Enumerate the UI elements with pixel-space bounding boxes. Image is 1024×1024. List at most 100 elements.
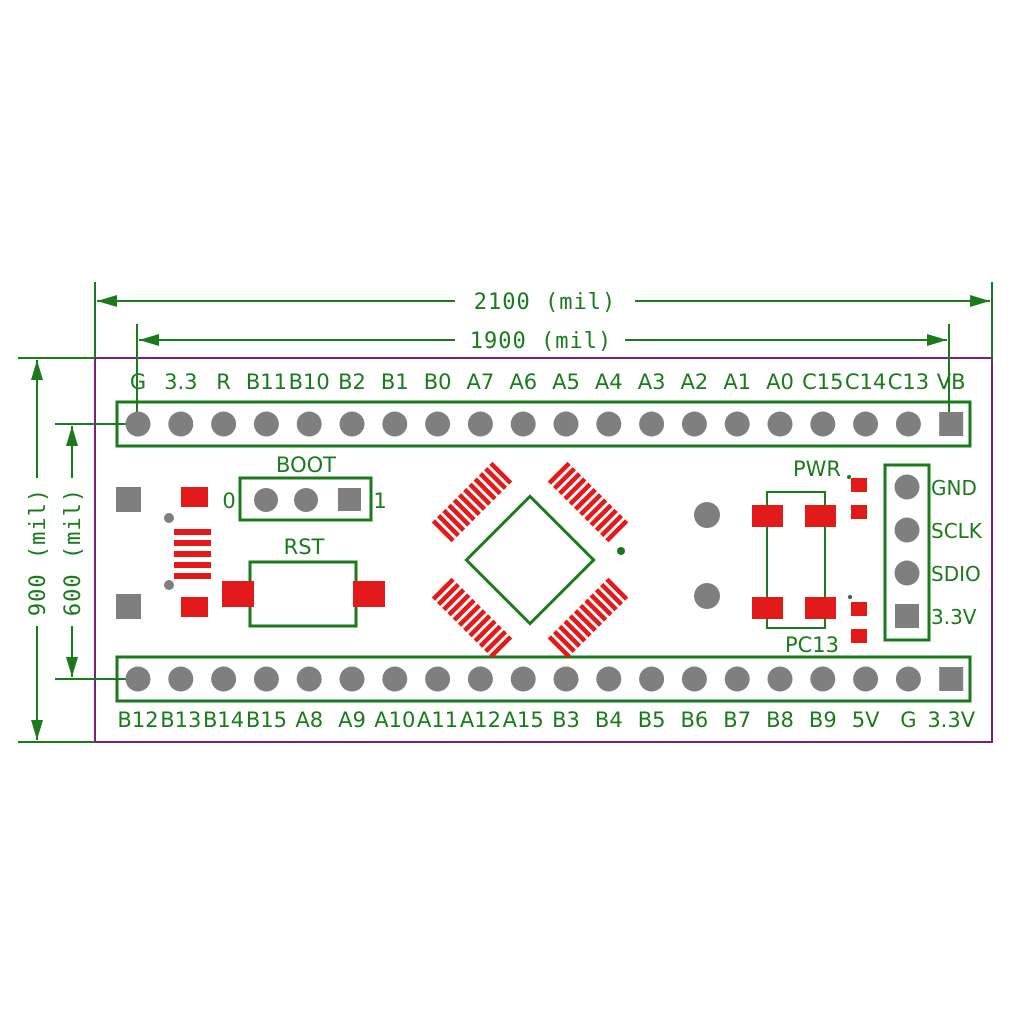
usb-signal-pad	[174, 573, 211, 579]
mcu-pad	[447, 593, 471, 617]
dimension-height-inner-label: 600 (mil)	[61, 488, 86, 616]
bottom-header-label: G	[900, 708, 916, 732]
mcu-pad	[552, 630, 576, 654]
crystal-hole-bottom	[694, 583, 720, 609]
top-header-pin	[168, 411, 194, 437]
mcu-pad	[484, 466, 508, 490]
mcu-pad	[573, 487, 597, 511]
top-header-pin-square	[939, 412, 964, 436]
mcu-pad	[563, 477, 587, 501]
dimension-width-inner: 1900 (mil)	[136, 324, 950, 424]
pwr-pad-2	[805, 505, 836, 527]
mcu-pad	[600, 582, 624, 606]
mcu-pad	[463, 609, 487, 633]
top-header-label: A1	[723, 370, 751, 394]
bottom-header-label: B13	[160, 708, 201, 732]
bottom-header-pin-square	[939, 667, 964, 691]
bottom-header-label: A12	[460, 708, 501, 732]
dimension-height-inner: 600 (mil)	[55, 423, 137, 680]
swd-pin-square	[895, 604, 919, 628]
bottom-header-label: B4	[595, 708, 623, 732]
mcu-pad	[436, 582, 460, 606]
mcu-pad	[452, 598, 476, 622]
bottom-header-pin	[853, 666, 879, 692]
reset-pad-right	[353, 581, 385, 607]
resistor-pad-1	[851, 478, 867, 492]
mcu-pad	[552, 466, 576, 490]
mcu-pad	[579, 493, 603, 517]
bottom-header-pin	[767, 666, 793, 692]
boot-pin-0	[254, 488, 278, 512]
mcu-pad	[589, 593, 613, 617]
swd-pin	[894, 474, 920, 500]
bottom-header-outline	[115, 655, 972, 703]
mcu-pad	[442, 588, 466, 612]
reset-label: RST	[284, 535, 325, 559]
dimension-width-outer-label: 2100 (mil)	[474, 290, 616, 315]
crystal-hole-top	[694, 502, 720, 528]
bottom-header-label: B7	[723, 708, 751, 732]
top-header-pin	[211, 411, 237, 437]
board-outline	[94, 357, 993, 743]
bottom-header-pin	[211, 666, 237, 692]
top-header-label: VB	[937, 370, 966, 394]
top-header-pin	[125, 411, 151, 437]
mcu-pad	[589, 503, 613, 527]
mcu-pad	[478, 472, 502, 496]
usb-pad-top	[181, 487, 208, 507]
bottom-header-label: A11	[417, 708, 458, 732]
pwr-label: PWR	[793, 457, 841, 481]
usb-signal-pad	[174, 562, 211, 568]
resistor-pad-4	[851, 629, 867, 643]
led-area: PWR PC13	[752, 457, 867, 657]
mcu-pad	[452, 498, 476, 522]
mcu-pad	[457, 493, 481, 517]
top-header-pin	[553, 411, 579, 437]
usb-signal-pad	[174, 551, 211, 557]
mcu-pad	[547, 635, 571, 659]
swd-pin-label: SDIO	[931, 562, 981, 586]
mcu-pad	[473, 477, 497, 501]
mcu-pad	[478, 624, 502, 648]
top-header-pin	[253, 411, 279, 437]
boot-left-label: 0	[222, 489, 235, 513]
bottom-header-pin	[724, 666, 750, 692]
top-header-pin	[810, 411, 836, 437]
bottom-header-pin	[425, 666, 451, 692]
top-header-pin	[853, 411, 879, 437]
bottom-header-label: A9	[338, 708, 366, 732]
top-header-label: R	[216, 370, 231, 394]
bottom-header-pin	[510, 666, 536, 692]
boot-jumper: BOOT 0 1	[222, 453, 387, 522]
bottom-header-label: B12	[117, 708, 158, 732]
bottom-header-label: B9	[809, 708, 837, 732]
mcu-pad	[558, 624, 582, 648]
top-header-label: A4	[595, 370, 623, 394]
top-header-label: B11	[246, 370, 287, 394]
mcu-pad	[584, 498, 608, 522]
mcu-pad	[594, 588, 618, 612]
dimension-height-outer: 900 (mil)	[18, 357, 95, 743]
swd-pin-label: SCLK	[931, 519, 983, 543]
top-header-pin	[296, 411, 322, 437]
mcu-pad	[457, 603, 481, 627]
top-header-pin	[895, 411, 921, 437]
resistor-pad-2	[851, 505, 867, 519]
bottom-header-pin	[467, 666, 493, 692]
top-header-label: A3	[638, 370, 666, 394]
top-header-pin	[724, 411, 750, 437]
bottom-header-label: 3.3V	[927, 708, 975, 732]
usb-connector	[116, 487, 211, 619]
top-header-label: C14	[845, 370, 886, 394]
pc13-pad-1	[752, 597, 783, 619]
mcu-pad	[468, 482, 492, 506]
top-header-label: B0	[424, 370, 452, 394]
top-header-pin	[681, 411, 707, 437]
top-header-pin	[767, 411, 793, 437]
mcu-pad	[594, 508, 618, 532]
mcu-pad	[431, 519, 455, 543]
mcu-pad	[579, 603, 603, 627]
bottom-header-pin	[681, 666, 707, 692]
